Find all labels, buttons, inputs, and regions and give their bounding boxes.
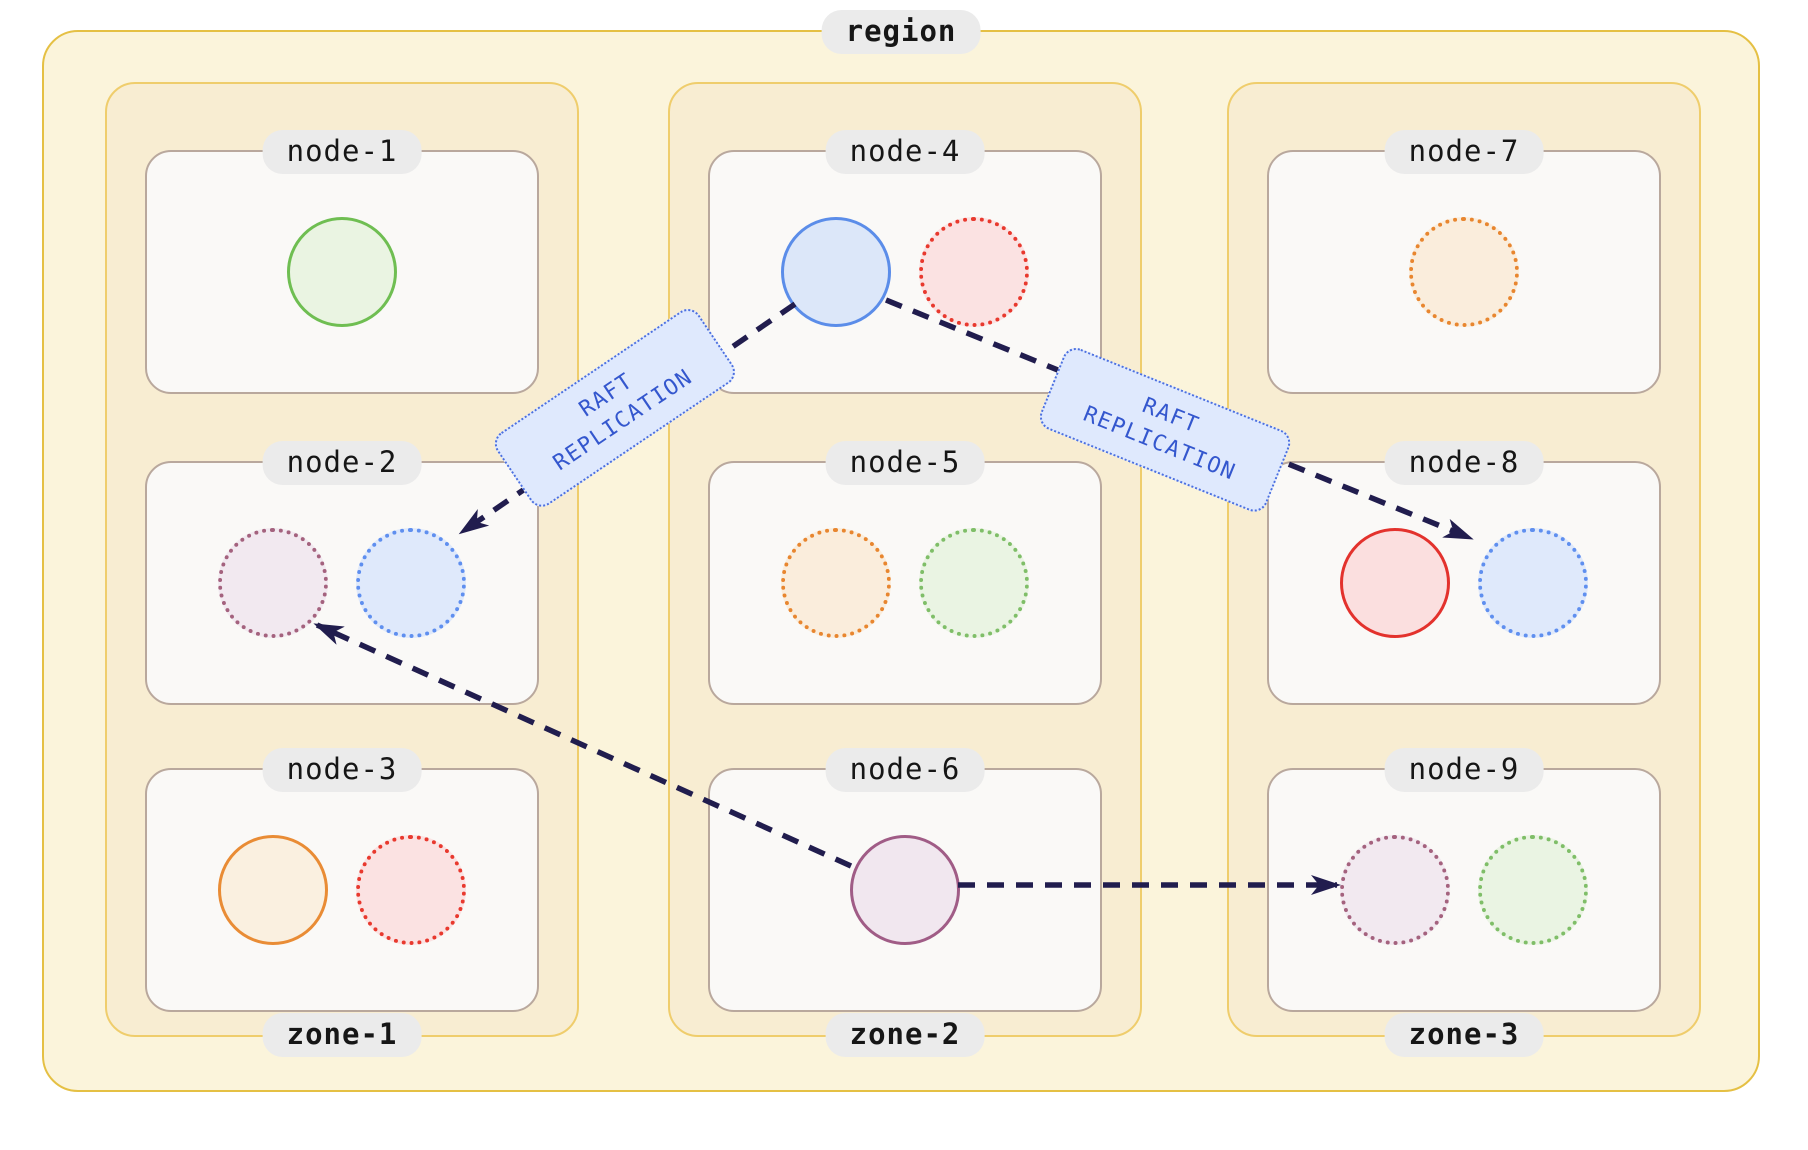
node-8-container: node-8 — [1267, 441, 1661, 705]
blue-dotted-replica-circle — [1478, 528, 1588, 638]
region-container: region node-1 node-2 node-3 zone-1 node-… — [42, 10, 1760, 1092]
red-solid-replica-circle — [1340, 528, 1450, 638]
red-dotted-replica-circle — [356, 835, 466, 945]
node-7-label: node-7 — [1384, 130, 1544, 174]
node-9-container: node-9 — [1267, 748, 1661, 1012]
zone-1-label: zone-1 — [262, 1013, 422, 1057]
green-dotted-replica-circle — [919, 528, 1029, 638]
node-3-label: node-3 — [262, 748, 422, 792]
green-dotted-replica-circle — [1478, 835, 1588, 945]
orange-solid-replica-circle — [218, 835, 328, 945]
zone-3-label: zone-3 — [1384, 1013, 1544, 1057]
node-2-body — [147, 463, 537, 703]
purple-dotted-replica-circle — [218, 528, 328, 638]
node-5-container: node-5 — [708, 441, 1102, 705]
node-2-label: node-2 — [262, 441, 422, 485]
node-6-label: node-6 — [825, 748, 985, 792]
node-1-label: node-1 — [262, 130, 422, 174]
green-solid-replica-circle — [287, 217, 397, 327]
node-5-label: node-5 — [825, 441, 985, 485]
node-1-container: node-1 — [145, 130, 539, 394]
node-9-label: node-9 — [1384, 748, 1544, 792]
zone-2-container: node-4 node-5 node-6 zone-2 — [668, 82, 1142, 1057]
node-1-body — [147, 152, 537, 392]
red-dotted-replica-circle — [919, 217, 1029, 327]
node-5-body — [710, 463, 1100, 703]
node-6-container: node-6 — [708, 748, 1102, 1012]
purple-solid-replica-circle — [850, 835, 960, 945]
zone-3-container: node-7 node-8 node-9 zone-3 — [1227, 82, 1701, 1057]
node-4-label: node-4 — [825, 130, 985, 174]
node-3-container: node-3 — [145, 748, 539, 1012]
node-8-label: node-8 — [1384, 441, 1544, 485]
node-9-body — [1269, 770, 1659, 1010]
region-label: region — [821, 10, 981, 54]
node-4-body — [710, 152, 1100, 392]
node-6-body — [710, 770, 1100, 1010]
node-7-container: node-7 — [1267, 130, 1661, 394]
blue-dotted-replica-circle — [356, 528, 466, 638]
node-8-body — [1269, 463, 1659, 703]
node-4-container: node-4 — [708, 130, 1102, 394]
zone-2-label: zone-2 — [825, 1013, 985, 1057]
node-3-body — [147, 770, 537, 1010]
purple-dotted-replica-circle — [1340, 835, 1450, 945]
zone-1-container: node-1 node-2 node-3 zone-1 — [105, 82, 579, 1057]
node-2-container: node-2 — [145, 441, 539, 705]
orange-dotted-replica-circle — [1409, 217, 1519, 327]
orange-dotted-replica-circle — [781, 528, 891, 638]
node-7-body — [1269, 152, 1659, 392]
blue-solid-replica-circle — [781, 217, 891, 327]
